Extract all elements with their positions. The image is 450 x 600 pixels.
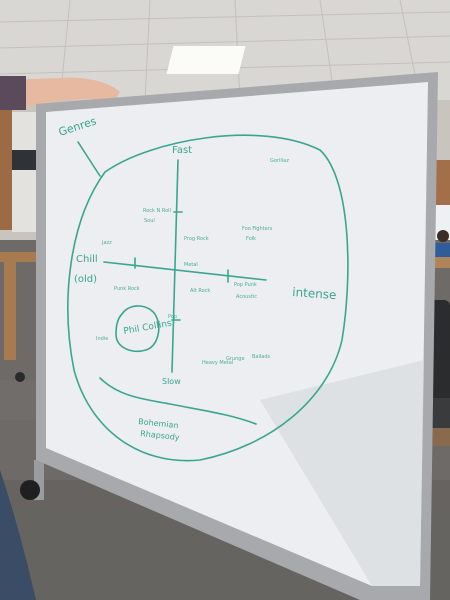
label-slow: Slow (162, 377, 181, 386)
whiteboard-wheel-left (20, 480, 40, 500)
note-4: Foo Fighters (242, 226, 273, 232)
bottom-curve (99, 377, 257, 425)
horizontal-axis (103, 261, 267, 281)
label-chill: Chill (76, 254, 98, 265)
note-5: Jazz (101, 240, 112, 246)
label-old: (old) (74, 274, 97, 285)
wall-picture (12, 150, 38, 170)
label-fast: Fast (172, 145, 192, 156)
desk-left-top (0, 252, 42, 262)
note-2: Rock N Roll (143, 208, 171, 214)
note-15: Soul (144, 218, 155, 224)
note-6: Metal (184, 262, 198, 268)
person-arm (0, 77, 120, 110)
note-9: Punk Rock (114, 286, 140, 292)
note-7: Alt Rock (190, 288, 210, 294)
desk-left-leg (4, 262, 16, 360)
whiteboard-leg-left (34, 460, 44, 500)
vertical-axis (171, 159, 179, 373)
note-10: Pop (168, 314, 177, 320)
label-bohemian: Bohemian (138, 417, 179, 430)
small-notes: Gorillaz Rock N Roll Prog Rock Foo Fight… (96, 158, 289, 366)
whiteboard-drawing (67, 134, 349, 462)
note-1: Gorillaz (270, 158, 289, 164)
note-3: Prog Rock (184, 236, 209, 242)
label-rhapsody: Rhapsody (140, 429, 180, 442)
note-13: Grunge (226, 356, 245, 362)
phil-collins-outline (115, 305, 160, 352)
note-14: Ballads (252, 354, 271, 360)
person-background-head (437, 230, 449, 242)
note-8: Pop Punk (234, 282, 257, 288)
label-intense: intense (292, 285, 337, 302)
person-sleeve (0, 76, 26, 110)
genre-circle (67, 134, 349, 462)
genres-pointer (77, 141, 101, 177)
note-17: Acoustic (236, 294, 257, 300)
chair-wheel-left (15, 372, 25, 382)
note-11: Indie (96, 336, 108, 342)
wood-wall-left (0, 110, 12, 230)
person-jeans (0, 470, 36, 600)
person-background-body (432, 243, 450, 257)
note-16: Folk (246, 236, 256, 242)
ceiling-light (166, 46, 246, 74)
whiteboard-shading (260, 360, 424, 586)
note-12: Heavy Metal (202, 360, 233, 366)
